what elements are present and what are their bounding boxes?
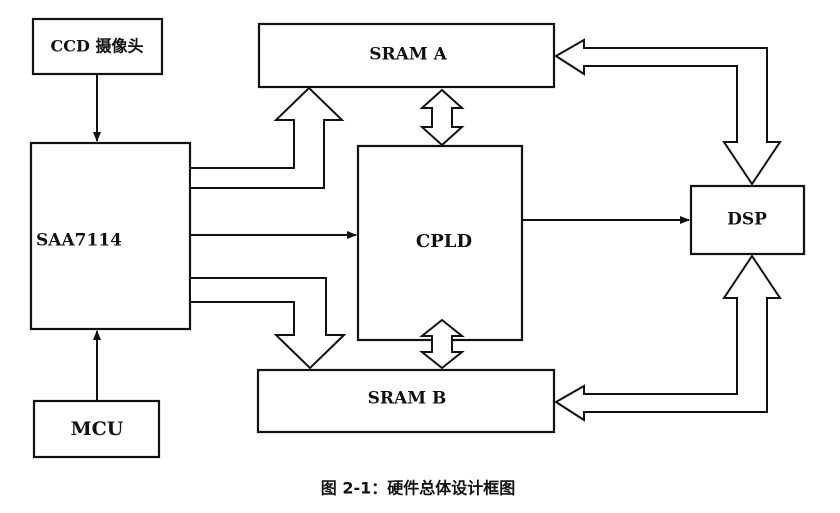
saa-to-sram-b-bus-arrow	[189, 277, 347, 370]
saa7114-label: SAA7114	[36, 231, 122, 251]
cpld-sram-b-bidirectional-bus-arrow	[419, 318, 465, 370]
ccd-camera-label: CCD 摄像头	[51, 37, 144, 56]
ccd-camera-block: CCD 摄像头	[31, 17, 164, 76]
cpld-block: CPLD	[356, 144, 524, 342]
sram-b-label: SRAM B	[368, 389, 447, 409]
dsp-label: DSP	[727, 210, 767, 230]
cpld-label: CPLD	[416, 231, 472, 252]
saa-to-sram-a-bus-arrow	[189, 86, 345, 189]
saa7114-block: SAA7114	[29, 141, 192, 331]
sram-b-block: SRAM B	[256, 368, 556, 434]
dsp-sram-b-bidirectional-bus-arrow	[554, 254, 782, 422]
sram-a-cpld-bidirectional-bus-arrow	[419, 88, 465, 147]
figure-caption: 图 2-1：硬件总体设计框图	[321, 479, 515, 498]
sram-a-label: SRAM A	[369, 45, 447, 65]
dsp-block: DSP	[689, 184, 806, 256]
sram-a-block: SRAM A	[257, 22, 556, 89]
mcu-block: MCU	[32, 399, 161, 459]
mcu-label: MCU	[71, 418, 124, 440]
dsp-sram-a-bidirectional-bus-arrow	[554, 38, 782, 186]
